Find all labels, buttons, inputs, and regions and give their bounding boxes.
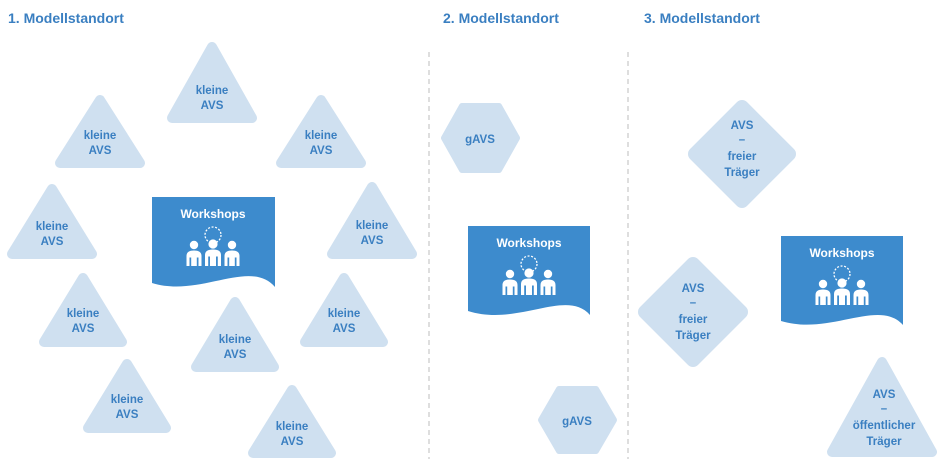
- triangle-node: kleine AVS: [167, 42, 257, 123]
- svg-text:AVS: AVS: [873, 389, 896, 401]
- svg-text:öffentlicher: öffentlicher: [853, 420, 916, 432]
- diamond-node: AVS – freier Träger: [638, 257, 748, 367]
- heading-modellstandort-2: 2. Modellstandort: [443, 10, 559, 26]
- svg-text:AVS: AVS: [224, 349, 247, 361]
- svg-text:AVS: AVS: [731, 120, 754, 132]
- svg-text:kleine: kleine: [196, 85, 229, 97]
- triangle-node: kleine AVS: [7, 184, 97, 259]
- heading-modellstandort-1: 1. Modellstandort: [8, 10, 124, 26]
- svg-text:Workshops: Workshops: [809, 246, 874, 260]
- svg-text:Workshops: Workshops: [180, 207, 245, 221]
- svg-text:Träger: Träger: [675, 330, 711, 342]
- triangle-node: kleine AVS: [248, 385, 336, 458]
- triangle-node: kleine AVS: [276, 95, 366, 168]
- svg-text:kleine: kleine: [84, 130, 117, 142]
- triangle-node: kleine AVS: [327, 182, 417, 259]
- workshop-node: Workshops: [781, 236, 903, 325]
- heading-modellstandort-3: 3. Modellstandort: [644, 10, 760, 26]
- svg-text:AVS: AVS: [333, 323, 356, 335]
- people-with-gear-icon: [186, 226, 240, 266]
- svg-text:AVS: AVS: [682, 283, 705, 295]
- svg-text:–: –: [881, 403, 888, 415]
- triangle-node: AVS – öffentlicher Träger: [827, 357, 937, 457]
- triangle-node: kleine AVS: [39, 273, 127, 347]
- svg-text:kleine: kleine: [305, 130, 338, 142]
- diamond-node: AVS – freier Träger: [688, 100, 796, 208]
- svg-text:gAVS: gAVS: [562, 416, 592, 428]
- svg-text:–: –: [690, 297, 697, 309]
- triangle-node: kleine AVS: [83, 359, 171, 433]
- svg-text:kleine: kleine: [111, 394, 144, 406]
- triangle-node: kleine AVS: [55, 95, 145, 168]
- svg-text:freier: freier: [728, 151, 757, 163]
- hexagon-node: gAVS: [441, 103, 520, 173]
- svg-text:Träger: Träger: [866, 436, 902, 448]
- svg-text:AVS: AVS: [89, 145, 112, 157]
- hexagon-node: gAVS: [538, 386, 617, 454]
- svg-text:Workshops: Workshops: [496, 236, 561, 250]
- svg-text:AVS: AVS: [72, 323, 95, 335]
- triangle-node: kleine AVS: [191, 297, 279, 372]
- people-with-gear-icon: [502, 255, 556, 295]
- workshop-node: Workshops: [152, 197, 275, 287]
- workshop-node: Workshops: [468, 226, 590, 315]
- svg-text:AVS: AVS: [116, 409, 139, 421]
- svg-text:kleine: kleine: [67, 308, 100, 320]
- people-with-gear-icon: [815, 265, 869, 305]
- svg-text:kleine: kleine: [219, 334, 252, 346]
- svg-text:AVS: AVS: [310, 145, 333, 157]
- svg-text:freier: freier: [679, 314, 708, 326]
- svg-text:gAVS: gAVS: [465, 134, 495, 146]
- svg-text:Träger: Träger: [724, 167, 760, 179]
- triangle-node: kleine AVS: [300, 273, 388, 347]
- svg-text:kleine: kleine: [328, 308, 361, 320]
- svg-text:AVS: AVS: [201, 100, 224, 112]
- svg-text:kleine: kleine: [36, 221, 69, 233]
- svg-text:AVS: AVS: [41, 236, 64, 248]
- svg-text:AVS: AVS: [361, 235, 384, 247]
- svg-text:kleine: kleine: [356, 220, 389, 232]
- svg-text:–: –: [739, 134, 746, 146]
- svg-text:AVS: AVS: [281, 436, 304, 448]
- svg-text:kleine: kleine: [276, 421, 309, 433]
